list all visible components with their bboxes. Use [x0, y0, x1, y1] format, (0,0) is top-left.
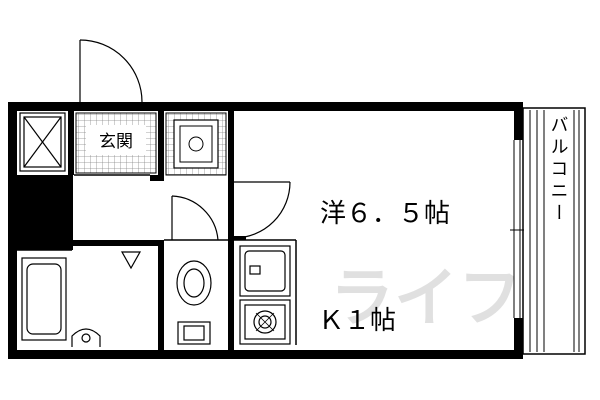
- outer-walls: [8, 102, 523, 359]
- bath-sink: [71, 328, 101, 347]
- washer-space: [165, 112, 227, 176]
- toilet-door: [171, 195, 219, 241]
- room-door: [233, 181, 291, 239]
- watermark: ライフ: [330, 262, 522, 336]
- bath-vent-icon: [120, 251, 142, 270]
- western-room-label: 洋６．５帖: [320, 199, 450, 229]
- balcony-area: [522, 107, 586, 355]
- entrance-door: [79, 39, 143, 103]
- kitchen-sink: [239, 245, 291, 297]
- window: [510, 140, 524, 318]
- toilet: [176, 260, 212, 345]
- storage-box: [19, 112, 66, 172]
- bathtub: [21, 257, 67, 341]
- stove: [239, 299, 291, 345]
- genkan-label: 玄関: [99, 132, 133, 152]
- kitchen-label: Ｋ１帖: [318, 306, 396, 336]
- balcony-label: バルコニー: [548, 115, 569, 225]
